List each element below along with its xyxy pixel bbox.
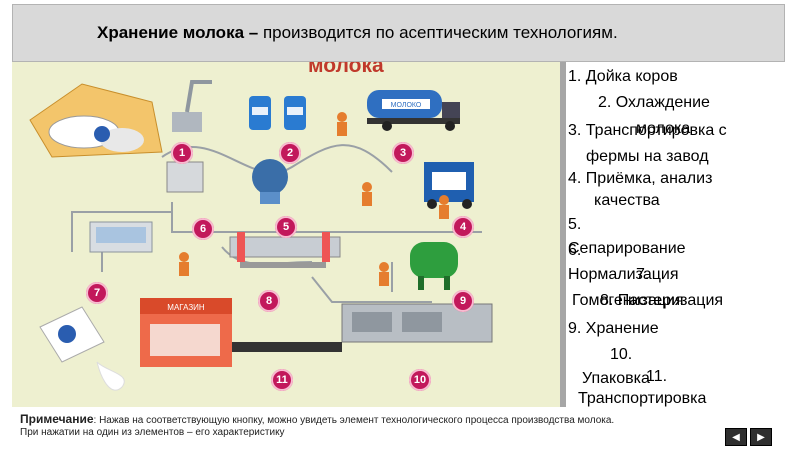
step-button-11[interactable]: 11 (271, 369, 293, 391)
step-label: 8. Пастеризация (600, 292, 724, 309)
process-diagram: молока (12, 62, 560, 407)
step-label: 9. Хранение (568, 320, 659, 337)
step-label: 3. Транспортировка с (568, 122, 727, 139)
step-button-5[interactable]: 5 (275, 216, 297, 238)
diagram-heading: молока (308, 62, 384, 77)
step-button-10[interactable]: 10 (409, 369, 431, 391)
slide-title-bar: Хранение молока – производится по асепти… (12, 4, 785, 62)
prev-slide-button[interactable]: ◀ (725, 428, 747, 446)
shop-label: МАГАЗИН (167, 303, 205, 312)
receiving-truck (424, 162, 474, 209)
milk-carton (39, 306, 125, 391)
storage-tank (410, 242, 458, 290)
milk-cans (249, 96, 306, 130)
next-slide-button[interactable]: ▶ (750, 428, 772, 446)
step-label: 5. (568, 216, 582, 233)
step-label: 2. Охлаждение (598, 94, 710, 111)
milk-tanker-truck: МОЛОКО (367, 90, 460, 131)
homogenizer (89, 221, 153, 253)
step-label: 4. Приёмка, анализ (568, 170, 713, 187)
step-button-1[interactable]: 1 (171, 142, 193, 164)
step-label: 1. Дойка коров (568, 68, 678, 85)
milking-machine (166, 80, 212, 193)
step-button-7[interactable]: 7 (86, 282, 108, 304)
footnote-text-2: При нажатии на один из элементов – его х… (20, 427, 285, 438)
step-button-3[interactable]: 3 (392, 142, 414, 164)
process-steps-list: 1. Дойка коров 2. Охлаждение молока 3. Т… (560, 62, 785, 407)
step-label: Нормализация (568, 266, 679, 283)
step-label: молока (636, 120, 691, 137)
slide-title: Хранение молока – производится по асепти… (97, 23, 618, 42)
step-label: качества (594, 192, 660, 209)
step-button-9[interactable]: 9 (452, 290, 474, 312)
step-label: Транспортировка (578, 390, 707, 407)
step-label: 6. (568, 242, 582, 259)
footnote: Примечание: Нажав на соответствующую кно… (20, 413, 710, 439)
barn-with-cows (29, 83, 163, 158)
step-button-2[interactable]: 2 (279, 142, 301, 164)
step-button-8[interactable]: 8 (258, 290, 280, 312)
separator-unit (252, 159, 288, 204)
process-illustration: МОЛОКО (29, 80, 493, 391)
footnote-text: : Нажав на соответствующую кнопку, можно… (93, 415, 615, 426)
step-button-6[interactable]: 6 (192, 218, 214, 240)
step-label: Сепарирование (568, 240, 686, 257)
packaging-line (227, 303, 493, 352)
step-label: Упаковка (582, 370, 650, 387)
milk-shop: МАГАЗИН (140, 298, 232, 367)
step-label: 10. (610, 346, 633, 363)
footnote-label: Примечание (20, 412, 94, 426)
step-button-4[interactable]: 4 (452, 216, 474, 238)
step-label: 11. (646, 368, 668, 385)
step-label: фермы на завод (586, 148, 709, 165)
tank-label: МОЛОКО (391, 102, 422, 109)
step-label: Гомогенизация (572, 292, 684, 309)
pasteurizer (229, 232, 341, 268)
step-label: 7. (636, 266, 650, 283)
